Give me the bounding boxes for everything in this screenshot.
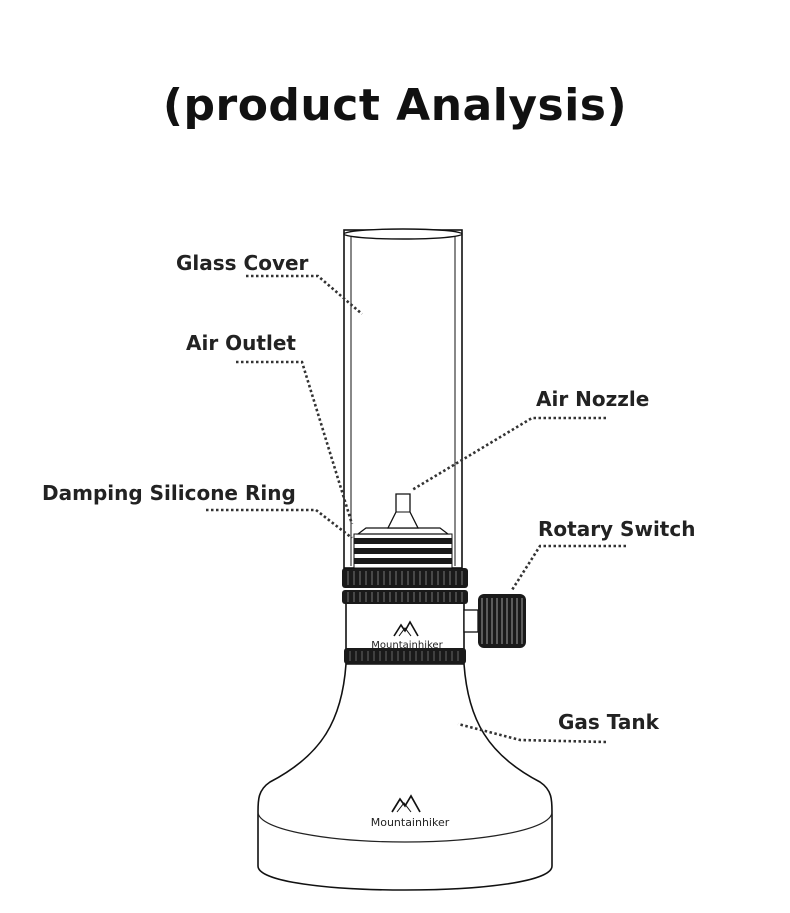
- leader-damping-ring: [206, 508, 353, 540]
- leader-glass-cover: [246, 274, 363, 315]
- leader-lines: [206, 274, 626, 744]
- base-logo: Mountainhiker: [371, 794, 450, 829]
- knurled-rings: [342, 568, 468, 604]
- collar-band: [344, 601, 466, 664]
- gas-tank: [257, 663, 553, 891]
- label-rotary-switch: Rotary Switch: [538, 517, 695, 541]
- label-air-outlet: Air Outlet: [186, 331, 296, 355]
- leader-air-nozzle: [411, 416, 606, 492]
- damping-silicone-ring: [353, 527, 453, 569]
- base-logo-text: Mountainhiker: [371, 816, 450, 829]
- collar-logo: Mountainhiker: [371, 620, 444, 651]
- label-glass-cover: Glass Cover: [176, 251, 309, 275]
- label-air-nozzle: Air Nozzle: [536, 387, 649, 411]
- leader-rotary-switch: [510, 544, 626, 591]
- collar-logo-text: Mountainhiker: [371, 640, 443, 651]
- rotary-switch: [463, 594, 526, 648]
- air-nozzle: [386, 493, 420, 529]
- page-title: (product Analysis): [162, 80, 628, 131]
- label-gas-tank: Gas Tank: [558, 710, 660, 734]
- label-damping-ring: Damping Silicone Ring: [42, 481, 296, 505]
- leader-gas-tank: [457, 722, 607, 744]
- leader-air-outlet: [236, 360, 354, 525]
- glass-cover: [343, 228, 463, 569]
